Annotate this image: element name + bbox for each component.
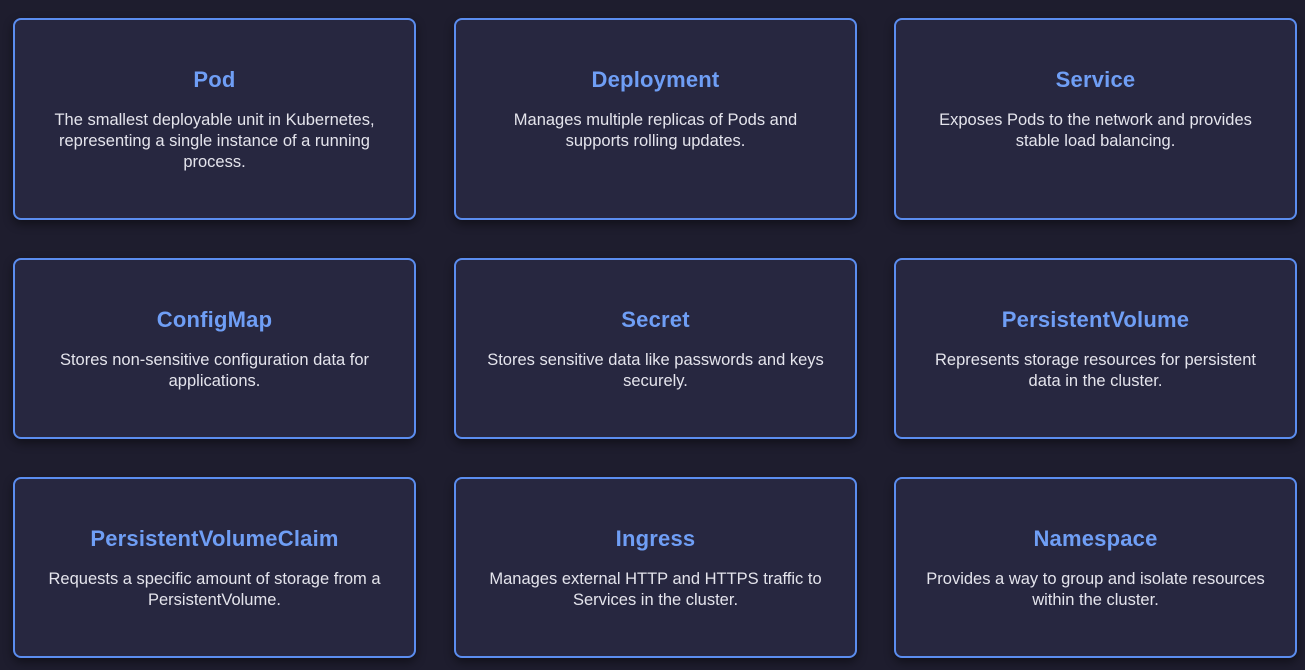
card-title: Ingress [615, 526, 696, 551]
card-description: Manages external HTTP and HTTPS traffic … [489, 570, 822, 609]
card-title: Secret [621, 307, 690, 332]
card-configmap[interactable]: ConfigMap Stores non-sensitive configura… [13, 258, 416, 439]
card-title: PersistentVolumeClaim [90, 526, 339, 551]
card-deployment[interactable]: Deployment Manages multiple replicas of … [454, 18, 857, 220]
card-title: Namespace [1033, 526, 1158, 551]
card-pod[interactable]: Pod The smallest deployable unit in Kube… [13, 18, 416, 220]
card-title: ConfigMap [156, 307, 273, 332]
card-title: Pod [193, 67, 236, 92]
card-ingress[interactable]: Ingress Manages external HTTP and HTTPS … [454, 477, 857, 658]
card-description: Requests a specific amount of storage fr… [48, 570, 381, 609]
card-title: Deployment [591, 67, 720, 92]
card-persistentvolumeclaim[interactable]: PersistentVolumeClaim Requests a specifi… [13, 477, 416, 658]
card-title: Service [1055, 67, 1136, 92]
card-description: Represents storage resources for persist… [935, 351, 1256, 390]
card-namespace[interactable]: Namespace Provides a way to group and is… [894, 477, 1297, 658]
card-description: Manages multiple replicas of Pods and su… [513, 111, 798, 150]
card-secret[interactable]: Secret Stores sensitive data like passwo… [454, 258, 857, 439]
card-title: PersistentVolume [1001, 307, 1190, 332]
card-description: Stores sensitive data like passwords and… [487, 351, 824, 390]
card-description: Exposes Pods to the network and provides… [939, 111, 1252, 150]
card-description: The smallest deployable unit in Kubernet… [54, 111, 375, 171]
card-description: Stores non-sensitive configuration data … [59, 351, 370, 390]
card-persistentvolume[interactable]: PersistentVolume Represents storage reso… [894, 258, 1297, 439]
card-description: Provides a way to group and isolate reso… [926, 570, 1265, 609]
card-service[interactable]: Service Exposes Pods to the network and … [894, 18, 1297, 220]
